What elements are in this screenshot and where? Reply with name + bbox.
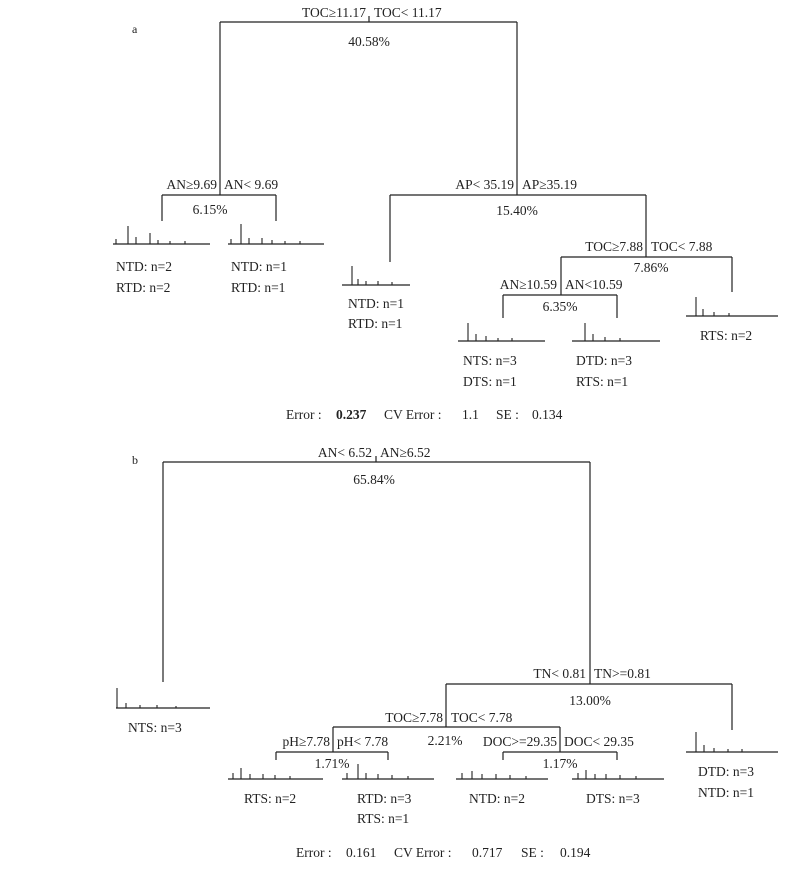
leaf-histogram <box>342 266 410 286</box>
leaf-label: RTD: n=1 <box>231 280 285 295</box>
leaf-histogram <box>572 323 660 342</box>
split-label-right: TOC< 7.88 <box>651 239 713 254</box>
leaf-histogram <box>686 732 778 753</box>
panel-a-an1059-split: AN≥10.59 AN<10.59 6.35% <box>500 277 623 318</box>
leaf-label: RTS: n=2 <box>700 328 752 343</box>
split-percentage: 7.86% <box>634 260 669 275</box>
leaf-label: RTS: n=1 <box>357 811 409 826</box>
panel-b-label: b <box>132 453 138 467</box>
leaf-histogram <box>342 764 434 780</box>
split-label-left: DOC>=29.35 <box>483 734 557 749</box>
split-label-right: TOC< 7.78 <box>451 710 513 725</box>
panel-b-tn081-split: TN< 0.81 TN>=0.81 13.00% <box>445 666 733 730</box>
error-value: 0.237 <box>336 407 367 422</box>
panel-a: a TOC≥11.17 TOC< 11.17 40.58% AN≥9.69 AN… <box>113 5 778 422</box>
cv-error-label: CV Error : <box>384 407 442 422</box>
split-percentage: 1.71% <box>315 756 350 771</box>
panel-b-root-split: AN< 6.52 AN≥6.52 65.84% <box>162 445 591 682</box>
panel-a-root-split: TOC≥11.17 TOC< 11.17 40.58% <box>219 5 518 181</box>
panel-a-ap3519-split: AP< 35.19 AP≥35.19 15.40% <box>389 177 647 262</box>
split-label-right: pH< 7.78 <box>337 734 388 749</box>
panel-b-toc778-split: TOC≥7.78 TOC< 7.78 2.21% <box>332 710 561 748</box>
leaf-label: DTD: n=3 <box>576 353 632 368</box>
leaf-label: RTS: n=2 <box>244 791 296 806</box>
split-label-left: AN≥10.59 <box>500 277 558 292</box>
leaf-label: RTD: n=3 <box>357 791 412 806</box>
split-label-left: AN< 6.52 <box>318 445 372 460</box>
panel-a-label: a <box>132 22 138 36</box>
split-percentage: 15.40% <box>496 203 538 218</box>
leaf-label: NTD: n=1 <box>348 296 404 311</box>
panel-b-doc2935-split: DOC>=29.35 DOC< 29.35 1.17% <box>483 734 634 771</box>
split-percentage: 1.17% <box>543 756 578 771</box>
panel-a-toc788-split: TOC≥7.88 TOC< 7.88 7.86% <box>560 239 733 292</box>
leaf-label: RTS: n=1 <box>576 374 628 389</box>
se-label: SE : <box>496 407 519 422</box>
leaf-label: NTD: n=2 <box>116 259 172 274</box>
leaf-histogram <box>228 224 324 245</box>
split-label-left: TOC≥11.17 <box>302 5 366 20</box>
panel-a-stats: Error : 0.237 CV Error : 1.1 SE : 0.134 <box>286 407 563 422</box>
cv-error-value: 0.717 <box>472 845 503 860</box>
leaf-histogram <box>116 688 210 709</box>
leaf-label: NTD: n=2 <box>469 791 525 806</box>
leaf-histogram <box>113 226 210 245</box>
leaf-histogram <box>228 768 323 780</box>
split-label-left: TN< 0.81 <box>533 666 586 681</box>
leaf-label: NTS: n=3 <box>128 720 182 735</box>
split-percentage: 65.84% <box>353 472 395 487</box>
error-label: Error : <box>286 407 322 422</box>
split-label-right: AN≥6.52 <box>380 445 431 460</box>
leaf-histogram <box>686 297 778 317</box>
split-label-right: AP≥35.19 <box>522 177 577 192</box>
leaf-label: RTD: n=2 <box>116 280 170 295</box>
panel-b: b AN< 6.52 AN≥6.52 65.84% TN< 0.81 TN>=0… <box>116 445 778 860</box>
leaf-histogram <box>458 323 545 342</box>
leaf-histogram <box>456 771 548 780</box>
leaf-label: DTD: n=3 <box>698 764 754 779</box>
split-label-right: AN< 9.69 <box>224 177 278 192</box>
leaf-label: DTS: n=3 <box>586 791 640 806</box>
split-label-right: DOC< 29.35 <box>564 734 634 749</box>
panel-b-stats: Error : 0.161 CV Error : 0.717 SE : 0.19… <box>296 845 591 860</box>
leaf-label: NTS: n=3 <box>463 353 517 368</box>
split-label-left: TOC≥7.78 <box>385 710 443 725</box>
se-label: SE : <box>521 845 544 860</box>
se-value: 0.134 <box>532 407 563 422</box>
panel-a-an969-split: AN≥9.69 AN< 9.69 6.15% <box>161 177 278 221</box>
cv-error-label: CV Error : <box>394 845 452 860</box>
split-label-right: TOC< 11.17 <box>374 5 442 20</box>
split-label-left: AP< 35.19 <box>455 177 514 192</box>
se-value: 0.194 <box>560 845 591 860</box>
split-label-right: TN>=0.81 <box>594 666 651 681</box>
split-percentage: 6.15% <box>193 202 228 217</box>
split-label-left: AN≥9.69 <box>166 177 217 192</box>
split-label-right: AN<10.59 <box>565 277 623 292</box>
split-percentage: 40.58% <box>348 34 390 49</box>
leaf-histogram <box>572 770 664 780</box>
panel-b-ph778-split: pH≥7.78 pH< 7.78 1.71% <box>275 734 389 771</box>
split-label-left: pH≥7.78 <box>282 734 330 749</box>
leaf-label: NTD: n=1 <box>698 785 754 800</box>
error-label: Error : <box>296 845 332 860</box>
error-value: 0.161 <box>346 845 376 860</box>
cv-error-value: 1.1 <box>462 407 479 422</box>
leaf-label: RTD: n=1 <box>348 316 402 331</box>
split-percentage: 6.35% <box>543 299 578 314</box>
split-percentage: 13.00% <box>569 693 611 708</box>
split-label-left: TOC≥7.88 <box>585 239 643 254</box>
leaf-label: DTS: n=1 <box>463 374 517 389</box>
split-percentage: 2.21% <box>428 733 463 748</box>
leaf-label: NTD: n=1 <box>231 259 287 274</box>
